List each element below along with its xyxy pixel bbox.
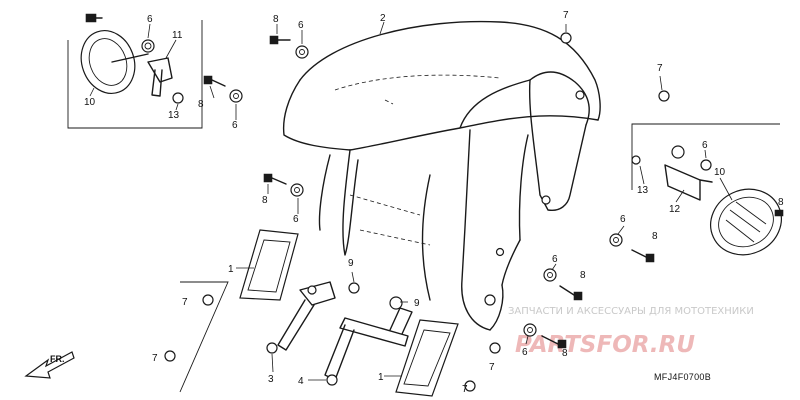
reflector-right [631,145,784,256]
bolt-8-d [631,249,655,263]
callout-10-horn: 10 [84,97,96,108]
watermark: ЗАПЧАСТИ И АКСЕССУАРЫ ДЛЯ МОТОТЕХНИКИ PA… [508,306,754,358]
collar-7-a [560,32,572,44]
callout-7-top: 7 [563,10,569,21]
callout-3: 3 [268,374,274,385]
callout-13-reflector: 13 [637,185,649,196]
nut-6-c [290,183,304,197]
inset-box-left [67,20,203,129]
nut-6-e [543,268,557,282]
callout-8-mid: 8 [262,195,268,206]
collar-7-f [464,380,476,392]
reflector-left [239,229,299,301]
callout-8-right-lower: 8 [652,231,658,242]
horn-assembly [80,13,184,104]
callout-7-left: 7 [182,297,188,308]
callout-12: 12 [669,204,681,215]
nut-6-f [523,323,537,337]
callout-4: 4 [298,376,304,387]
nut-9-a [348,282,360,294]
callout-6-horn: 6 [147,14,153,25]
nut-6-b [229,89,243,103]
callout-6-bottom: 6 [522,347,528,358]
callout-9-lower: 9 [414,298,420,309]
callout-7-right: 7 [657,63,663,74]
bolt-8-f [541,335,567,349]
collar-7-c [202,294,214,306]
bolt-8-b [203,75,226,87]
callout-11: 11 [172,30,183,41]
callout-2: 2 [380,13,386,24]
reflector-center [395,319,459,397]
front-fender [282,20,601,331]
callout-7-bottom-center: 7 [462,384,468,395]
diagram-code: MFJ4F0700B [654,372,711,382]
callout-1-center: 1 [378,372,384,383]
callout-10-reflector: 10 [714,167,726,178]
callout-7-bottom: 7 [489,362,495,373]
nut-6-a [295,45,309,59]
callout-1-left: 1 [228,264,234,275]
stay-bracket-upper [266,281,336,354]
callout-8-reflector: 8 [778,197,784,208]
callout-8-top: 8 [273,14,279,25]
inset-box-bottom [179,281,229,393]
bolt-8-e [559,285,583,301]
collar-7-d [164,350,176,362]
collar-7-e [489,342,501,354]
callout-8-bottom: 8 [562,348,568,359]
callout-9-upper: 9 [348,258,354,269]
watermark-logo: PARTSFOR.RU [515,332,695,358]
callout-8-center: 8 [580,270,586,281]
callout-6-mid: 6 [293,214,299,225]
fasteners [164,32,670,392]
callout-6-top: 6 [298,20,304,31]
callout-8-left: 8 [198,99,204,110]
callout-6-left: 6 [232,120,238,131]
callout-6-reflector: 6 [702,140,708,151]
nut-6-d [609,233,623,247]
front-direction-indicator: FR. [24,351,75,379]
bolt-8-c [263,173,287,185]
watermark-tagline: ЗАПЧАСТИ И АКСЕССУАРЫ ДЛЯ МОТОТЕХНИКИ [508,306,754,317]
callout-6-right-lower: 6 [620,214,626,225]
collar-7-b [658,90,670,102]
stay-bracket-lower [324,296,413,386]
callout-7-bottom-left: 7 [152,353,158,364]
callout-13-horn: 13 [168,110,180,121]
bolt-8-a [269,35,291,45]
callout-6-center: 6 [552,254,558,265]
leader-lines [89,21,733,381]
callout-labels: 2 7 8 6 6 11 10 13 8 6 8 6 7 6 10 13 12 … [84,10,784,395]
front-direction-label: FR. [50,354,65,364]
inset-box-right [631,123,780,190]
